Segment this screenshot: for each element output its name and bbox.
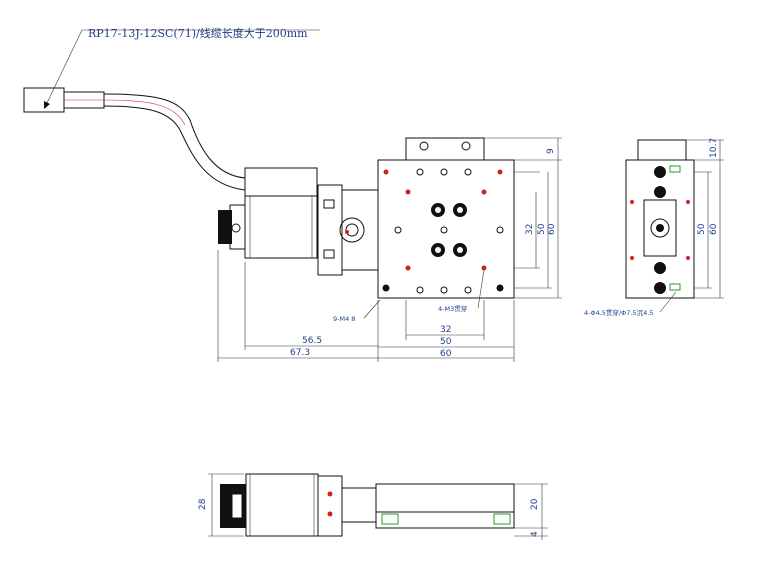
note-4-m3: 4-M3贯穿: [438, 304, 467, 313]
dim-front-20: 20: [530, 498, 540, 510]
cable: [103, 93, 246, 191]
cable-leader-arrow: [44, 101, 50, 109]
dim-right-60: 60: [709, 223, 719, 235]
dim-front-28: 28: [198, 498, 208, 510]
dim-60-h: 60: [440, 349, 452, 359]
coupling-top-view: [317, 184, 379, 276]
dim-56-5: 56.5: [302, 336, 322, 346]
front-view-dims: 28 20 4: [198, 473, 548, 540]
dim-front-4: 4: [530, 531, 540, 537]
dim-50-v: 50: [537, 223, 547, 235]
cable-leader: [45, 29, 320, 106]
right-view-dims: 10.7 50 60 4-Φ4.5贯穿/Φ7.5沉4.5: [584, 138, 724, 317]
m4-leader: [363, 299, 381, 319]
m3-leader: [477, 269, 485, 309]
note-9-m4: 9-M4 8: [333, 315, 355, 323]
front-view: [220, 473, 515, 537]
dim-32-h: 32: [440, 325, 451, 335]
dim-50-h: 50: [440, 337, 452, 347]
hole-leader: [659, 291, 677, 313]
dims-side: 9 32 50 60: [484, 137, 562, 299]
dim-60-v: 60: [547, 223, 557, 235]
dim-9: 9: [546, 148, 556, 154]
motor-top-view: [218, 167, 318, 259]
note-4-4-5: 4-Φ4.5贯穿/Φ7.5沉4.5: [584, 308, 653, 317]
dim-10-7: 10.7: [709, 138, 719, 158]
connector: [23, 87, 105, 113]
dim-32-v: 32: [525, 224, 535, 235]
cable-label: RP17-13J-12SC(71)/线缆长度大于200mm: [88, 26, 308, 40]
stage-top-view: [377, 137, 515, 299]
dims-bottom: 32 50 60 56.5 67.3: [217, 250, 515, 362]
center-bolts: [431, 203, 467, 257]
dim-67-3: 67.3: [290, 348, 310, 358]
right-side-view: [625, 139, 695, 299]
dim-right-50: 50: [697, 223, 707, 235]
